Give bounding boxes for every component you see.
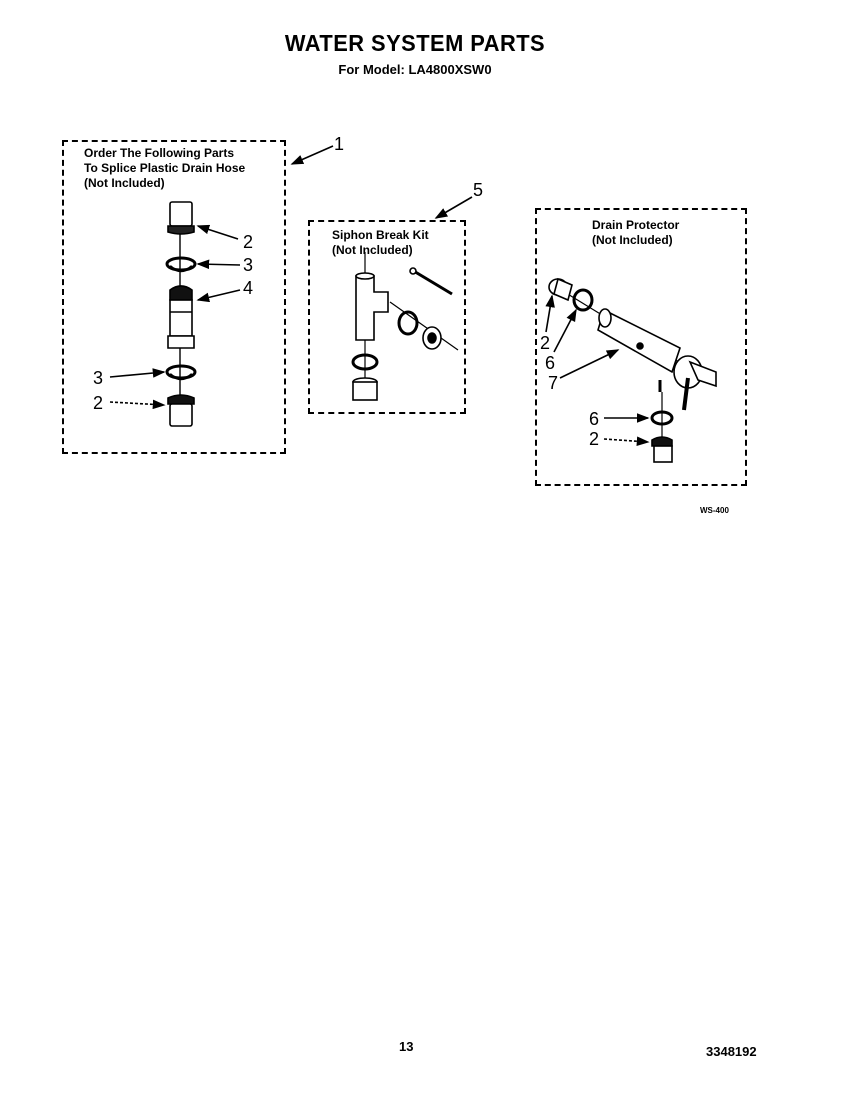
siphon-ring-lower (351, 353, 379, 371)
callout-drain-6-left: 6 (545, 353, 556, 373)
splice-parts-box (62, 140, 286, 454)
callout-drain-2-left: 2 (540, 333, 551, 353)
callout-5: 5 (473, 180, 484, 200)
splice-clamp-top (165, 256, 197, 273)
splice-connector-top (167, 201, 195, 235)
siphon-clamp (397, 310, 419, 336)
callout-splice-4: 4 (243, 278, 254, 298)
drain-protector-box (535, 208, 747, 486)
siphon-label-line-2: (Not Included) (332, 243, 413, 257)
drain-clamp-right (650, 410, 674, 426)
siphon-fitting (422, 326, 442, 350)
splice-clamp-bottom (165, 364, 197, 381)
callout-splice-3-top: 3 (243, 255, 254, 275)
splice-label-line-1: Order The Following Parts (84, 146, 235, 160)
siphon-pin (409, 267, 453, 296)
drain-protector-label: Drain Protector (Not Included) (592, 218, 679, 248)
drain-protector-body (597, 308, 717, 411)
callout-splice-3-bottom: 3 (93, 368, 104, 388)
siphon-tee (355, 272, 389, 341)
callout-splice-2-bottom: 2 (93, 393, 104, 413)
drain-label-line-1: Drain Protector (592, 218, 680, 232)
callout-drain-7: 7 (548, 373, 559, 393)
page-title: WATER SYSTEM PARTS (284, 30, 546, 56)
siphon-break-kit-label: Siphon Break Kit (Not Included) (332, 228, 429, 258)
siphon-label-line-1: Siphon Break Kit (332, 228, 429, 242)
callout-1: 1 (334, 134, 345, 154)
siphon-break-kit-box (308, 220, 466, 414)
page-number: 13 (399, 1039, 414, 1054)
splice-parts-label: Order The Following Parts To Splice Plas… (84, 146, 245, 191)
callout-drain-2-right: 2 (589, 429, 600, 449)
callout-drain-6-right: 6 (589, 409, 600, 429)
drain-connector-left (548, 277, 573, 302)
model-subtitle: For Model: LA4800XSW0 (338, 62, 492, 77)
callout-splice-2-top: 2 (243, 232, 254, 252)
document-number: 3348192 (706, 1044, 757, 1059)
splice-label-line-3: (Not Included) (84, 176, 165, 190)
splice-coupling (167, 285, 195, 349)
drain-connector-right (651, 436, 673, 463)
splice-connector-bottom (167, 394, 195, 427)
drain-label-line-2: (Not Included) (592, 233, 673, 247)
splice-label-line-2: To Splice Plastic Drain Hose (84, 161, 246, 175)
drain-clamp-left (572, 288, 594, 312)
siphon-connector-lower (352, 377, 378, 401)
figure-code: WS-400 (700, 506, 729, 515)
